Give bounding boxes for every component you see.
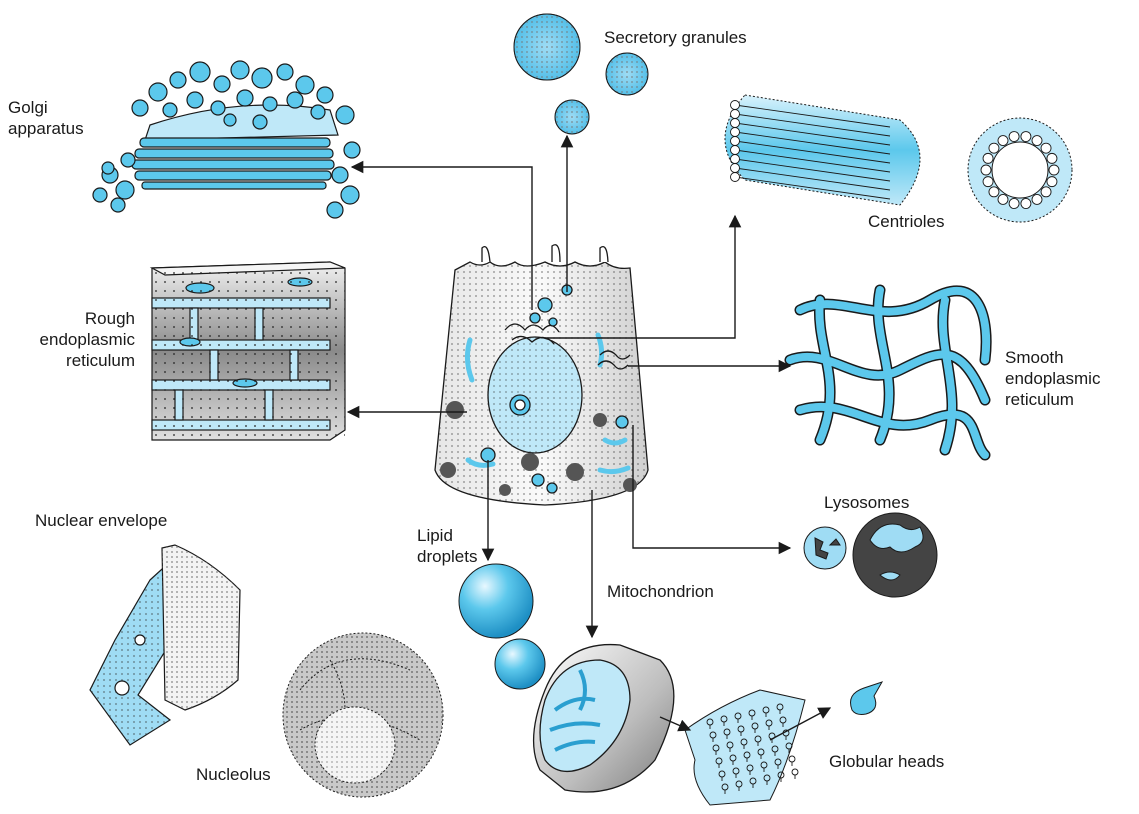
golgi-vesicle [344,142,360,158]
centriole-ring-tubule [998,136,1008,146]
globular-head [789,756,795,762]
golgi-vesicle [253,115,267,129]
globular-head [792,769,798,775]
golgi-vesicle [111,198,125,212]
mitochondrion-illustration [534,645,674,792]
golgi-vesicle [277,64,293,80]
golgi-vesicle [214,76,230,92]
label-golgi-apparatus: Golgi apparatus [8,97,84,139]
golgi-apparatus-illustration [93,61,360,218]
golgi-vesicle [93,188,107,202]
centriole-ring-tubule [1009,198,1019,208]
centrioles-illustration [725,95,1072,222]
golgi-vesicle [311,105,325,119]
centriole-ring-tubule [981,165,991,175]
centriole-ring-tubule [989,143,999,153]
centriole-ring-tubule [1032,194,1042,204]
golgi-vesicle [121,153,135,167]
smooth-er-illustration [790,290,986,455]
lipid-droplets-illustration [459,564,545,689]
golgi-vesicle [231,61,249,79]
golgi-vesicle [211,101,225,115]
centriole-ring-tubule [1041,187,1051,197]
golgi-vesicle [116,181,134,199]
centriole-ring-tubule [1032,136,1042,146]
golgi-vesicle [224,114,236,126]
arrow-to-lysosomes [633,425,790,548]
golgi-vesicle [332,167,348,183]
centriole-ring-tubule [983,177,993,187]
golgi-vesicle [132,100,148,116]
rough-er-illustration [152,262,345,440]
label-nucleolus: Nucleolus [196,764,271,785]
centriole-ring-tubule [983,153,993,163]
golgi-vesicle [102,162,114,174]
label-lysosomes: Lysosomes [824,492,909,513]
golgi-vesicle [252,68,272,88]
label-rough-er: Rough endoplasmic reticulum [35,308,135,371]
label-secretory-granules: Secretory granules [604,27,747,48]
golgi-vesicle [317,87,333,103]
golgi-vesicle [187,92,203,108]
centriole-tube-end [731,155,740,164]
centriole-ring-tubule [989,187,999,197]
centriole-tube-end [731,164,740,173]
label-centrioles: Centrioles [868,211,945,232]
centriole-tube-end [731,173,740,182]
centriole-ring-tubule [1021,132,1031,142]
golgi-vesicle [341,186,359,204]
centriole-ring-tubule [1049,165,1059,175]
golgi-vesicle [296,76,314,94]
golgi-vesicle [170,72,186,88]
label-nuclear-envelope: Nuclear envelope [35,510,167,531]
lysosomes-illustration [804,513,937,597]
label-smooth-er: Smooth endoplasmic reticulum [1005,347,1100,410]
centriole-ring-tubule [1041,143,1051,153]
golgi-vesicle [190,62,210,82]
golgi-vesicle [263,97,277,111]
label-lipid-droplets: Lipid droplets [417,525,477,567]
centriole-ring-tubule [1021,198,1031,208]
globular-heads-illustration [685,682,882,805]
centriole-tube-end [731,119,740,128]
golgi-vesicle [149,83,167,101]
nucleolus-illustration [283,633,443,797]
nuclear-envelope-illustration [90,545,240,745]
centriole-tube-end [731,128,740,137]
golgi-vesicle [336,106,354,124]
centriole-tube-end [731,101,740,110]
centriole-tube-end [731,110,740,119]
golgi-vesicle [327,202,343,218]
golgi-vesicle [163,103,177,117]
centriole-ring-tubule [998,194,1008,204]
centriole-tube-end [731,137,740,146]
centriole-ring-tubule [1047,153,1057,163]
centriole-tube-end [731,146,740,155]
golgi-vesicle [237,90,253,106]
centriole-ring-tubule [1009,132,1019,142]
centriole-ring-tubule [1047,177,1057,187]
label-mitochondrion: Mitochondrion [607,581,714,602]
golgi-vesicle [287,92,303,108]
cell-body-illustration [435,245,648,505]
label-globular-heads: Globular heads [829,751,944,772]
